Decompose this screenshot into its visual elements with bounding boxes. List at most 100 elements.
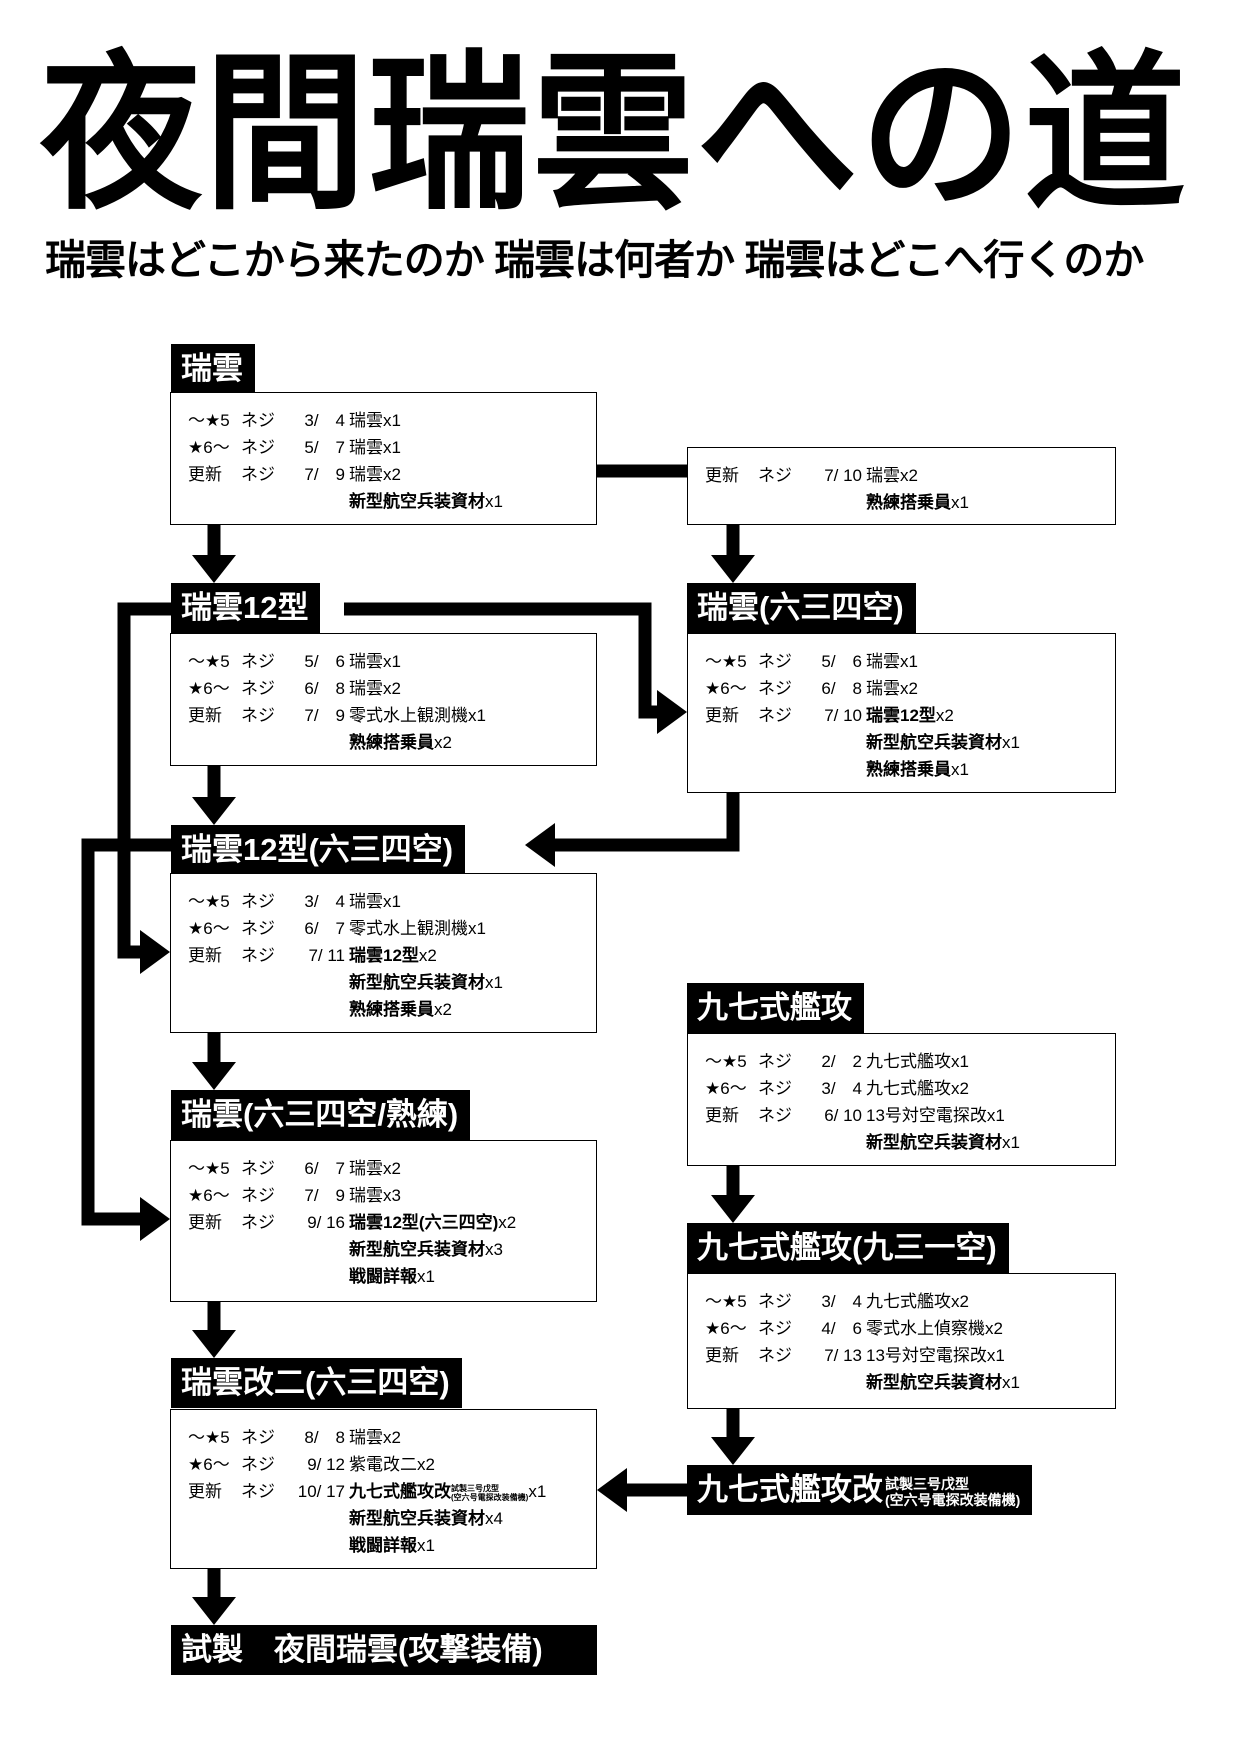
- recipe-row: 熟練搭乗員x1: [705, 489, 1115, 516]
- node-header: 瑞雲12型(六三四空): [171, 825, 466, 875]
- required-item: 九七式艦攻改試製三号戊型(空六号電探改装備機)x1: [349, 1478, 546, 1505]
- required-item: 瑞雲x1: [349, 407, 401, 434]
- recipe-row: 新型航空兵装資材x1: [705, 1129, 1115, 1156]
- node-header: 瑞雲改二(六三四空): [171, 1358, 462, 1408]
- screw-label: ネジ: [758, 1106, 792, 1125]
- recipe-row: 戦闘詳報x1: [188, 1263, 596, 1290]
- arrowhead-down: [192, 797, 236, 825]
- screw-label: ネジ: [241, 438, 275, 457]
- item-qty: x3: [485, 1240, 503, 1259]
- screw-count: 10/ 17: [297, 1482, 345, 1501]
- note-line: 試製三号戊型: [885, 1475, 969, 1492]
- node-title: 九七式艦攻改: [697, 1472, 883, 1507]
- screw-count: 6/ 10: [824, 1106, 862, 1125]
- screw-count: 7/ 11: [308, 946, 345, 965]
- screw-label: ネジ: [758, 1346, 792, 1365]
- screw-label: ネジ: [241, 892, 275, 911]
- screw-label: ネジ: [758, 466, 792, 485]
- required-item: 新型航空兵装資材x1: [866, 729, 1020, 756]
- screw-label: ネジ: [241, 946, 275, 965]
- screw-count: 6/ 8: [304, 679, 345, 698]
- required-item: 零式水上観測機x1: [349, 915, 486, 942]
- item-qty: x2: [434, 733, 452, 752]
- item-qty: 瑞雲x2: [866, 466, 918, 485]
- required-item: 瑞雲x1: [349, 888, 401, 915]
- item-qty: x4: [485, 1509, 503, 1528]
- item-qty: x1: [951, 493, 969, 512]
- screw-label: ネジ: [758, 1052, 792, 1071]
- required-item: 新型航空兵装資材x1: [866, 1369, 1020, 1396]
- item-qty: x2: [498, 1213, 517, 1232]
- arrowhead-down: [711, 555, 755, 583]
- item-qty: 瑞雲x1: [349, 411, 401, 430]
- row-label: ～★5: [188, 411, 230, 430]
- row-label: ～★5: [188, 892, 230, 911]
- item-qty: x2: [418, 946, 437, 965]
- item-qty: 13号対空電探改x1: [866, 1106, 1005, 1125]
- screw-count: 5/ 7: [304, 438, 345, 457]
- required-item: 熟練搭乗員x1: [866, 756, 969, 783]
- node-title: 瑞雲(六三四空): [697, 590, 904, 625]
- required-item: 九七式艦攻x1: [866, 1048, 969, 1075]
- row-label: ～★5: [188, 1159, 230, 1178]
- required-item: 九七式艦攻x2: [866, 1075, 969, 1102]
- row-label: 更新: [188, 706, 222, 725]
- row-label: 更新: [705, 1346, 739, 1365]
- item-name-bold: 熟練搭乗員: [866, 493, 951, 512]
- row-label: ～★5: [705, 1052, 747, 1071]
- required-item: 瑞雲x2: [349, 675, 401, 702]
- item-name-bold: 九七式艦攻改: [349, 1482, 451, 1501]
- page-subtitle: 瑞雲はどこから来たのか 瑞雲は何者か 瑞雲はどこへ行くのか: [45, 237, 1144, 283]
- recipe-row: 新型航空兵装資材x3: [188, 1236, 596, 1263]
- recipe-row: 熟練搭乗員x1: [705, 756, 1115, 783]
- screw-count: 6/ 7: [304, 919, 345, 938]
- item-qty: x1: [951, 760, 969, 779]
- item-name-bold: 熟練搭乗員: [349, 733, 434, 752]
- item-qty: x1: [1002, 1133, 1020, 1152]
- node-title: 瑞雲(六三四空/熟練): [181, 1097, 459, 1132]
- item-qty: x1: [1002, 1373, 1020, 1392]
- item-qty: x1: [485, 492, 503, 511]
- item-name-bold: 戦闘詳報: [349, 1267, 417, 1286]
- screw-label: ネジ: [241, 411, 275, 430]
- recipe-row: 新型航空兵装資材x1: [188, 969, 596, 996]
- screw-label: ネジ: [241, 652, 275, 671]
- screw-count: 3/ 4: [304, 411, 345, 430]
- screw-label: ネジ: [241, 1213, 275, 1232]
- row-label: ★6～: [188, 919, 230, 938]
- row-label: ★6～: [188, 1186, 230, 1205]
- node-title: 瑞雲12型(六三四空): [181, 832, 454, 867]
- node-header: 九七式艦攻(九三一空): [687, 1223, 1009, 1273]
- note-line: (空六号電探改装備機): [885, 1491, 1021, 1508]
- node-header: 瑞雲: [171, 344, 255, 394]
- arrow-line: [550, 793, 740, 852]
- recipe-row: 新型航空兵装資材x4: [188, 1505, 596, 1532]
- screw-label: ネジ: [758, 652, 792, 671]
- arrowhead-down: [192, 1597, 236, 1625]
- required-item: 瑞雲x1: [349, 434, 401, 461]
- item-qty: 瑞雲x1: [349, 892, 401, 911]
- row-label: ★6～: [188, 1455, 230, 1474]
- arrowhead-down: [711, 1195, 755, 1223]
- required-item: 熟練搭乗員x1: [866, 489, 969, 516]
- node-title: 九七式艦攻: [697, 990, 852, 1025]
- recipe-row: 戦闘詳報x1: [188, 1532, 596, 1559]
- item-qty: 零式水上観測機x1: [349, 706, 486, 725]
- row-label: ★6～: [188, 679, 230, 698]
- item-name-bold: 新型航空兵装資材: [866, 733, 1002, 752]
- item-qty: 瑞雲x1: [349, 652, 401, 671]
- item-name-bold: 瑞雲12型: [866, 706, 936, 725]
- node-title-note: 試製三号戊型(空六号電探改装備機): [885, 1476, 1020, 1508]
- screw-label: ネジ: [758, 1079, 792, 1098]
- item-qty: 瑞雲x1: [866, 652, 918, 671]
